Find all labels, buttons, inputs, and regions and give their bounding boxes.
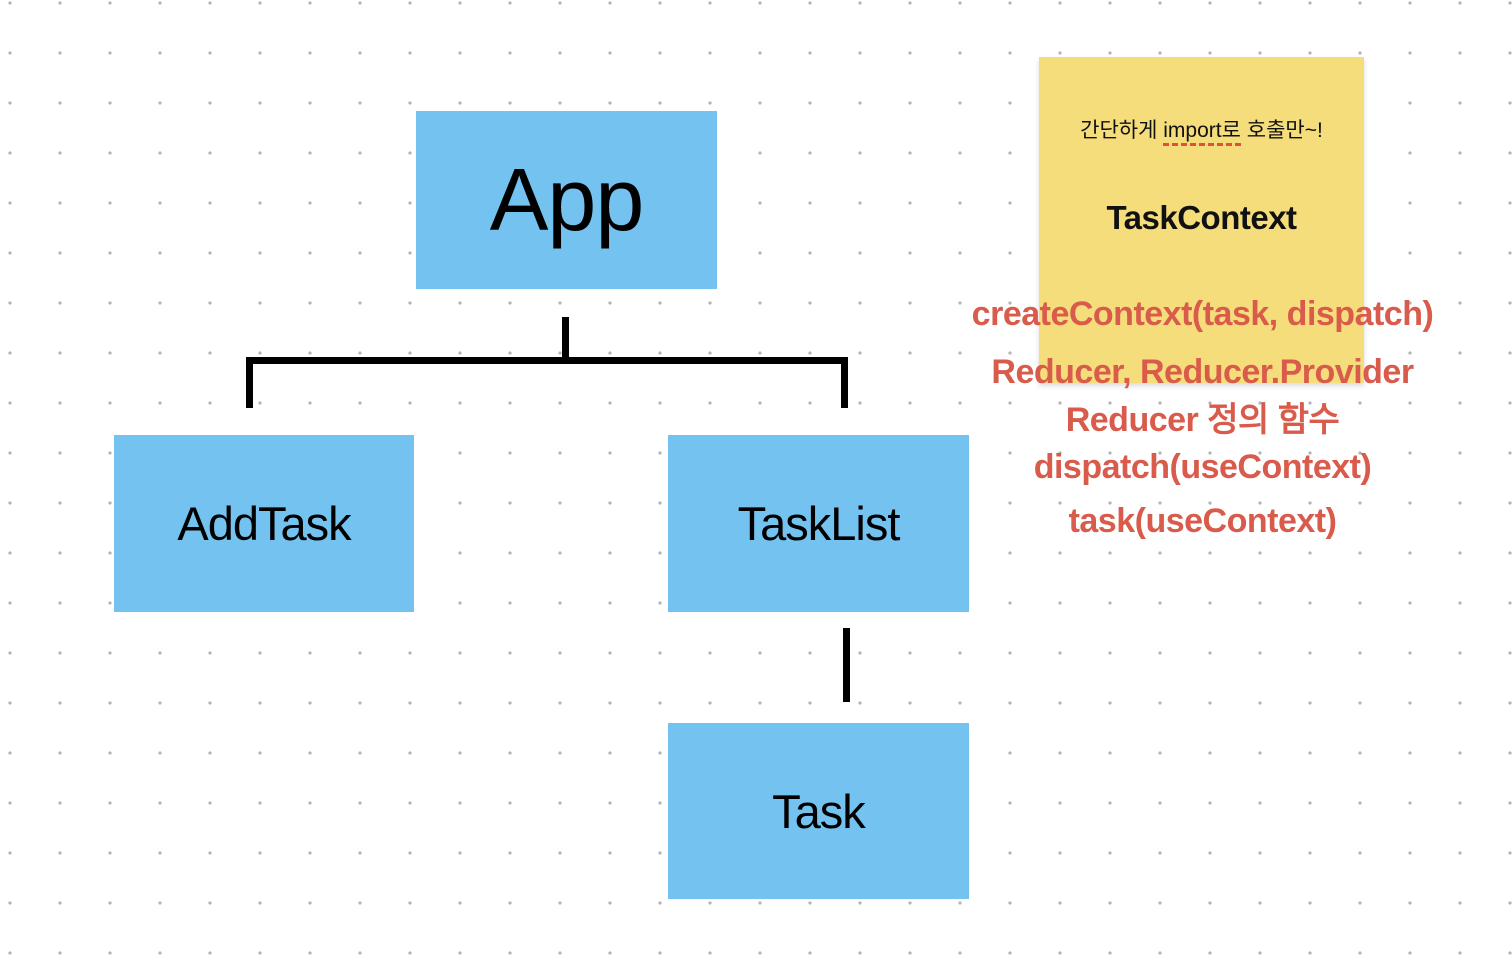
annotation-dispatch-usecontext[interactable]: dispatch(useContext) [1033, 448, 1372, 486]
annotation-reducer-definition[interactable]: Reducer 정의 함수 [1065, 401, 1340, 439]
node-addtask-label: AddTask [177, 497, 351, 550]
sticky-note[interactable]: 간단하게 import로 호출만~! TaskContext [1039, 57, 1364, 383]
node-app[interactable]: App [416, 111, 717, 289]
sticky-note-memo: 간단하게 import로 호출만~! [1039, 118, 1364, 146]
connector-tasklist-task[interactable] [843, 628, 850, 702]
connector-drop-tasklist[interactable] [841, 357, 848, 408]
connector-horizontal-bar[interactable] [246, 357, 848, 364]
node-addtask[interactable]: AddTask [114, 435, 414, 612]
node-tasklist-label: TaskList [737, 497, 901, 550]
node-task-label: Task [772, 784, 866, 838]
sticky-note-title: TaskContext [1106, 199, 1297, 236]
node-task[interactable]: Task [668, 723, 969, 899]
node-app-label: App [489, 150, 645, 249]
annotation-task-usecontext[interactable]: task(useContext) [1068, 502, 1337, 540]
sticky-memo-suffix: 호출만~! [1240, 119, 1323, 142]
annotation-create-context[interactable]: createContext(task, dispatch) [971, 295, 1434, 333]
sticky-memo-underlined-word: import로 [1163, 119, 1241, 146]
sticky-memo-prefix: 간단하게 [1080, 119, 1164, 142]
connector-app-stub[interactable] [562, 317, 569, 361]
node-tasklist[interactable]: TaskList [668, 435, 969, 612]
connector-drop-addtask[interactable] [246, 357, 253, 408]
annotation-reducer-provider[interactable]: Reducer, Reducer.Provider [991, 353, 1414, 391]
